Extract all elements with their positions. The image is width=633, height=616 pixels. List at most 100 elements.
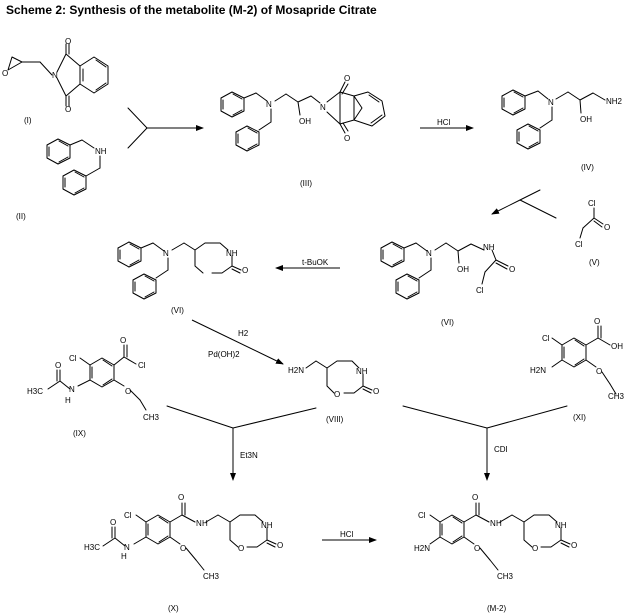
compound-VIII-atom-nh: NH	[356, 367, 368, 376]
compound-IX-atom-cl2: Cl	[138, 361, 146, 370]
compound-IV-label: (IV)	[581, 163, 594, 172]
merge-line-IX	[166, 405, 234, 429]
arrow-step3	[491, 199, 521, 215]
compound-III-label: (III)	[300, 179, 312, 188]
compound-X-atom-ch3: CH3	[203, 572, 220, 581]
compound-VI-label: (VI)	[171, 306, 184, 315]
compound-IX-label: (IX)	[73, 429, 86, 438]
compound-M2-atom-nh1: N	[490, 519, 496, 528]
compound-X-atom-cl: Cl	[124, 511, 132, 520]
compound-I-atom-o1: O	[65, 37, 71, 46]
compound-X-atom-o4: O	[238, 544, 244, 553]
compound-I-atom-o2: O	[65, 105, 71, 114]
compound-X-atom-nh3: N	[124, 543, 130, 552]
compound-II-structure	[46, 138, 101, 196]
reagent-cdi: CDI	[494, 445, 508, 454]
compound-XI-atom-h2n: H2N	[530, 366, 546, 375]
compound-M2-atom-o2: O	[474, 544, 480, 553]
compound-VI-structure	[117, 241, 242, 300]
merge-line-IV	[519, 189, 541, 201]
compound-VIII-atom-o1: O	[334, 390, 340, 399]
compound-XI-atom-oh: OH	[611, 342, 623, 351]
compound-I-atom-o3: O	[2, 69, 8, 78]
compound-VII-label: (VI)	[441, 318, 454, 327]
compound-XI-structure	[551, 325, 617, 395]
compound-XI-label: (XI)	[573, 413, 586, 422]
compound-IX-atom-h: H	[65, 396, 71, 405]
merge-line-XI	[486, 405, 568, 429]
merge-line-II	[127, 127, 148, 149]
reagent-hcl-2: HCl	[340, 530, 354, 539]
compound-I-atom-n: N	[52, 71, 58, 80]
compound-M2-atom-o4: O	[571, 541, 577, 550]
compound-X-atom-o3: O	[180, 544, 186, 553]
compound-V-structure	[579, 207, 604, 239]
compound-V-atom-cl1: Cl	[588, 199, 596, 208]
compound-IX-atom-cl1: Cl	[69, 354, 77, 363]
compound-VII-atom-nh: NH	[483, 243, 495, 252]
compound-XI-atom-o2: O	[596, 367, 602, 376]
compound-X-atom-o1: O	[178, 493, 184, 502]
reagent-hcl-1: HCl	[437, 118, 451, 127]
compound-VIII-atom-o2: O	[373, 387, 379, 396]
compound-VIII-atom-h2n: H2N	[288, 366, 304, 375]
compound-III-structure	[220, 81, 386, 152]
compound-M2-structure	[429, 502, 571, 571]
merge-line-I	[127, 107, 148, 129]
compound-IX-structure	[47, 344, 147, 411]
compound-III-atom-oh: OH	[299, 117, 311, 126]
compound-XI-atom-cl: Cl	[542, 334, 550, 343]
reagent-et3n: Et3N	[240, 451, 258, 460]
compound-IX-atom-o2: O	[125, 387, 131, 396]
compound-M2-atom-ch3: CH3	[497, 572, 514, 581]
compound-V-atom-o: O	[604, 223, 610, 232]
merge-line-V	[519, 199, 557, 219]
scheme-title: Scheme 2: Synthesis of the metabolite (M…	[6, 3, 377, 17]
compound-M2-atom-o1: O	[472, 493, 478, 502]
merge-line-VIII	[232, 407, 317, 429]
compound-III-atom-n2: N	[320, 103, 326, 112]
compound-V-atom-cl2: Cl	[575, 240, 583, 249]
compound-XI-atom-ch3: CH3	[608, 392, 625, 401]
compound-II-label: (II)	[16, 212, 26, 221]
compound-II-atom-nh: NH	[95, 147, 107, 156]
compound-IV-structure	[501, 89, 606, 150]
compound-I-label: (I)	[24, 116, 32, 125]
compound-M2-atom-o3: O	[532, 544, 538, 553]
merge-line-VIII-b	[402, 405, 488, 429]
compound-III-atom-o2: O	[344, 134, 350, 143]
compound-III-atom-n1: N	[266, 100, 272, 109]
compound-VI-atom-n: N	[163, 249, 169, 258]
compound-X-atom-nh1: N	[196, 519, 202, 528]
compound-X-atom-o2: O	[110, 518, 116, 527]
compound-XI-atom-o1: O	[594, 317, 600, 326]
compound-M2-atom-nh2: NH	[555, 521, 567, 530]
compound-IV-atom-oh: OH	[580, 115, 592, 124]
compound-VI-atom-o: O	[242, 266, 248, 275]
compound-X-atom-o5: O	[277, 541, 283, 550]
compound-M2-atom-cl: Cl	[418, 511, 426, 520]
compound-VII-atom-o: O	[509, 265, 515, 274]
compound-IV-atom-nh2: NH2	[606, 97, 623, 106]
compound-IX-atom-h3c: H3C	[27, 387, 43, 396]
compound-IX-atom-o1: O	[120, 336, 126, 345]
compound-VIII-structure	[305, 360, 373, 394]
compound-X-atom-h: H	[202, 519, 208, 528]
compound-X-atom-h2: H	[121, 552, 127, 561]
compound-VII-structure	[380, 241, 509, 300]
compound-VII-atom-oh: OH	[457, 265, 469, 274]
compound-X-atom-nh2: NH	[261, 521, 273, 530]
compound-IX-atom-o3: O	[55, 361, 61, 370]
arrow-step5	[191, 319, 284, 365]
compound-VII-atom-n: N	[426, 249, 432, 258]
reagent-h2: H2	[238, 329, 249, 338]
compound-I-structure	[7, 43, 109, 107]
compound-VIII-label: (VIII)	[326, 415, 344, 424]
compound-M2-atom-h: H	[496, 519, 502, 528]
compound-M2-atom-h2n: H2N	[414, 544, 430, 553]
compound-X-atom-h3c: H3C	[84, 543, 100, 552]
compound-M2-label: (M-2)	[487, 604, 506, 613]
compound-VI-atom-nh: NH	[226, 249, 238, 258]
